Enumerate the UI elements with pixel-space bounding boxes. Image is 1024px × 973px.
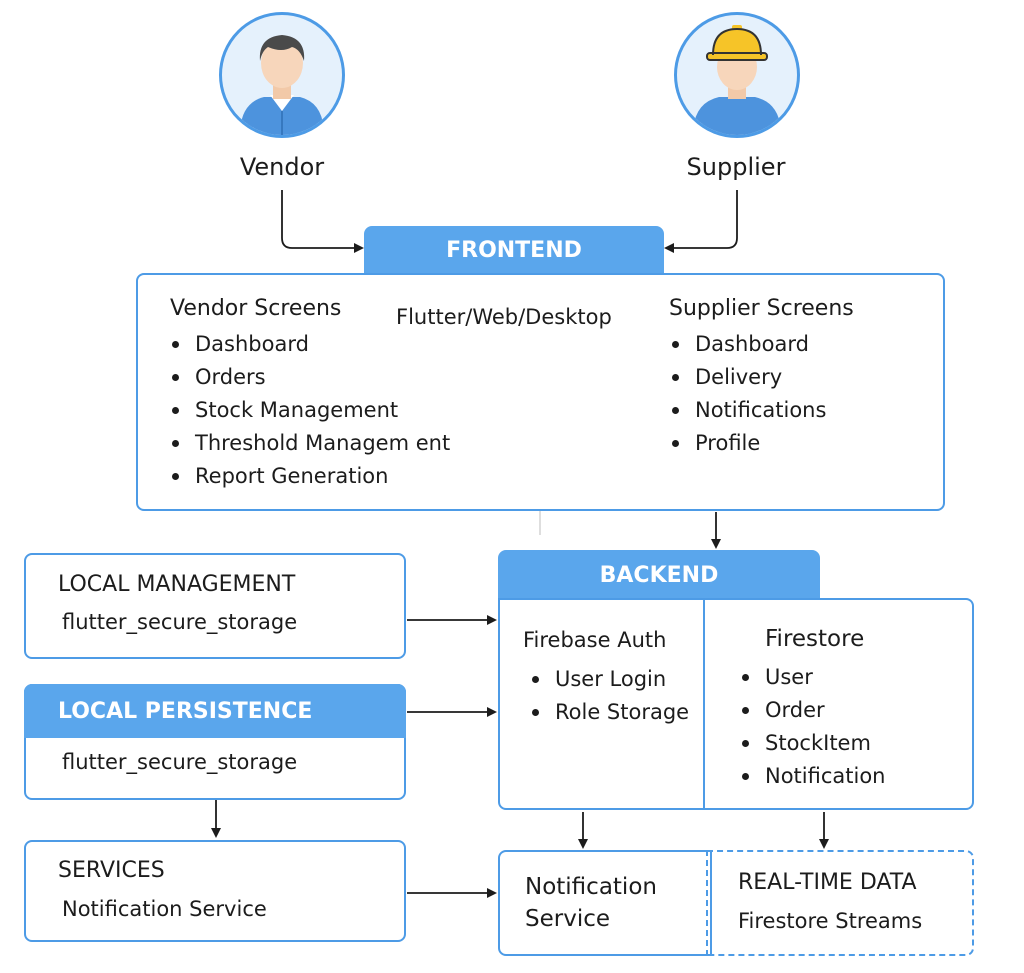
firestore-list: User Order StockItem Notification [739,661,886,793]
realtime-subtitle: Firestore Streams [738,909,923,933]
supplier-screen-item: Profile [669,427,826,460]
vendor-screen-item: Orders [169,361,450,394]
realtime-box [706,850,974,956]
supplier-screen-item: Notifications [669,394,826,427]
vendor-person-icon [240,35,324,135]
firestore-item: Order [739,694,886,727]
backend-box [498,598,974,810]
vendor-screen-item: Report Generation [169,460,450,493]
services-subtitle: Notification Service [62,897,267,921]
notification-service-line2: Service [525,906,611,932]
vendor-screen-item: Threshold Managem ent [169,427,450,460]
platform-label: Flutter/Web/Desktop [396,305,612,329]
vendor-avatar [219,12,345,138]
local-persistence-tab: LOCAL PERSISTENCE [24,684,406,738]
vendor-screens-list: Dashboard Orders Stock Management Thresh… [169,328,450,493]
supplier-screens-title: Supplier Screens [669,296,854,321]
firebase-auth-list: User Login Role Storage [529,663,689,729]
frontend-box [136,273,945,511]
realtime-title: REAL-TIME DATA [738,870,917,895]
firebase-auth-item: Role Storage [529,696,689,729]
services-title: SERVICES [58,858,165,883]
firestore-item: Notification [739,760,886,793]
vendor-screens-title: Vendor Screens [170,296,342,321]
firestore-item: StockItem [739,727,886,760]
supplier-screen-item: Dashboard [669,328,826,361]
firestore-title: Firestore [765,626,865,652]
notification-service-line1: Notification [525,874,657,900]
supplier-hardhat-icon [693,25,781,135]
vendor-label: Vendor [239,153,325,181]
vendor-to-frontend-arrow [281,190,364,253]
local-management-box [24,553,406,659]
local-management-subtitle: flutter_secure_storage [62,610,298,634]
supplier-avatar [674,12,800,138]
vendor-screen-item: Dashboard [169,328,450,361]
frontend-tab: FRONTEND [364,226,664,274]
firebase-auth-item: User Login [529,663,689,696]
backend-tab: BACKEND [498,550,820,600]
firestore-item: User [739,661,886,694]
supplier-screens-list: Dashboard Delivery Notifications Profile [669,328,826,460]
supplier-to-frontend-arrow [664,190,738,253]
backend-divider [703,598,705,810]
notification-service-box [498,850,712,956]
firebase-auth-title: Firebase Auth [523,628,667,652]
supplier-screen-item: Delivery [669,361,826,394]
supplier-label: Supplier [686,153,786,181]
local-management-title: LOCAL MANAGEMENT [58,572,296,597]
local-persistence-subtitle: flutter_secure_storage [62,750,298,774]
vendor-screen-item: Stock Management [169,394,450,427]
services-box [24,840,406,942]
